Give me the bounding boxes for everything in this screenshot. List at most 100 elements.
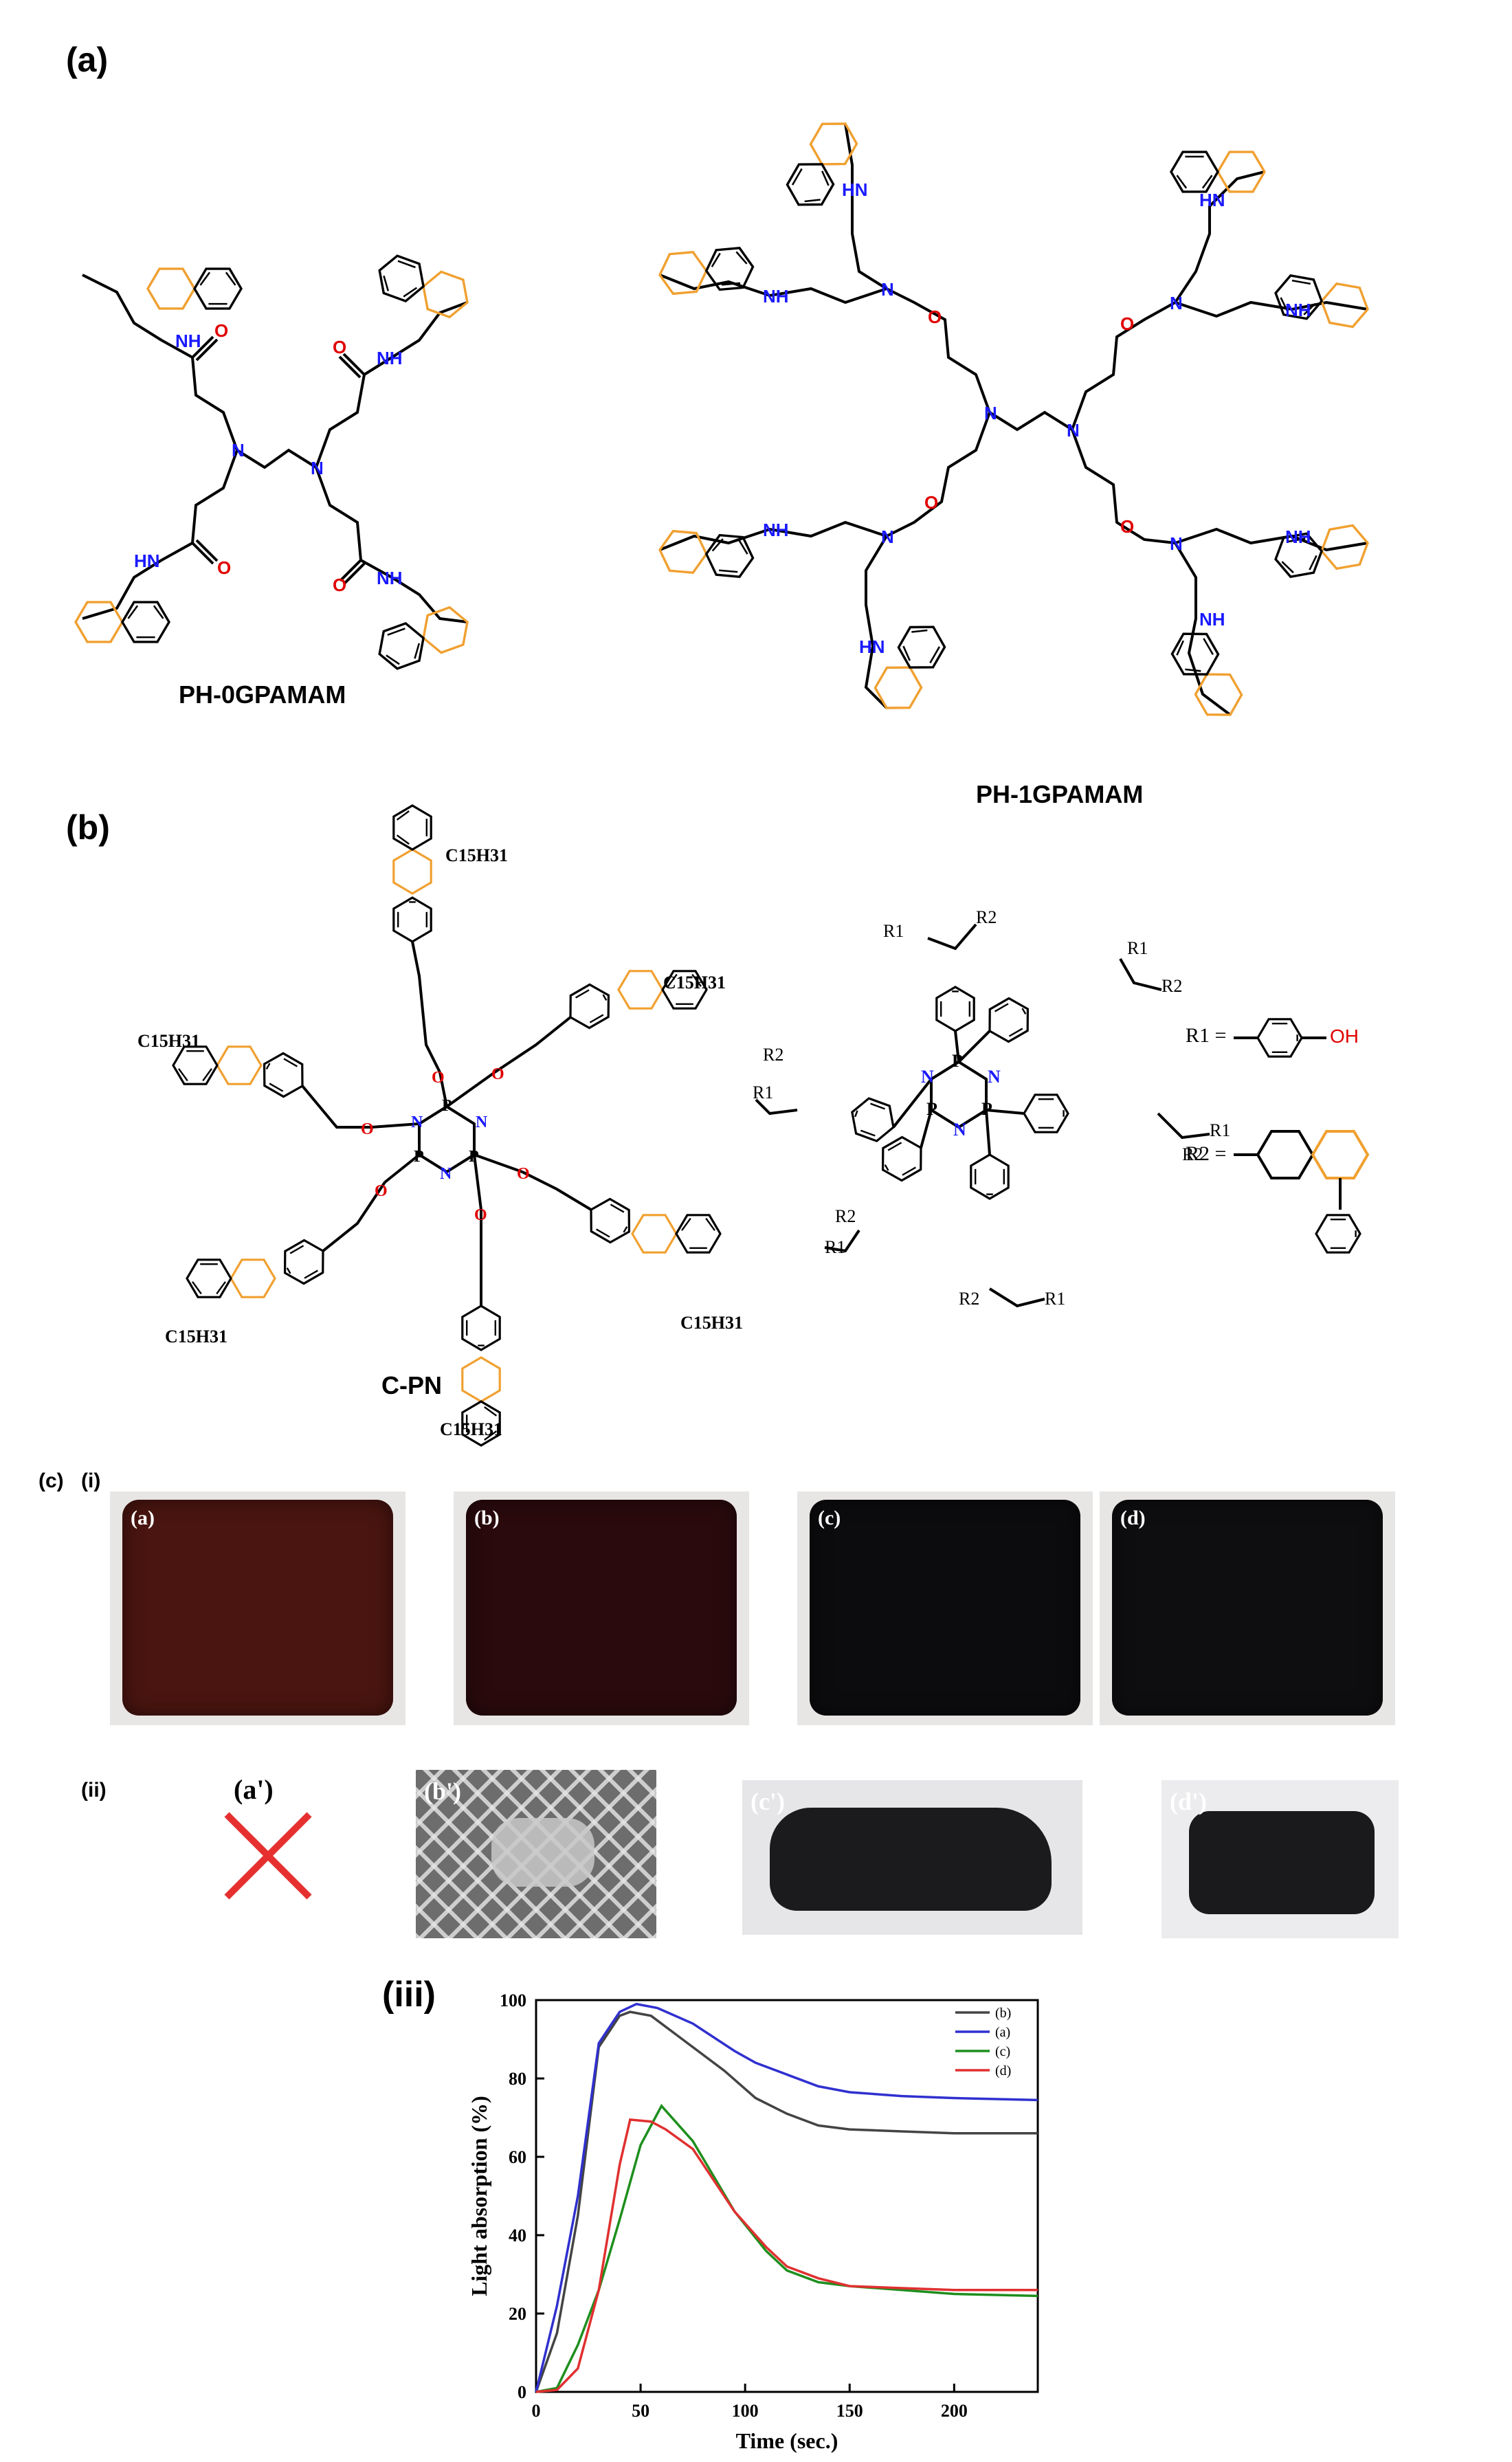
svg-text:O: O xyxy=(924,492,938,513)
sample-photo-3: (c) xyxy=(797,1491,1093,1725)
series-line-1 xyxy=(535,2010,1038,2393)
sample-photo-4: (d) xyxy=(1100,1491,1395,1725)
y-tick-label: 60 xyxy=(509,2147,526,2167)
y-tick-label: 100 xyxy=(500,1990,526,2010)
legend-entry-1: (b) xyxy=(995,2006,1011,2021)
svg-text:N: N xyxy=(881,279,894,300)
svg-text:N: N xyxy=(476,1113,488,1131)
svg-text:HN: HN xyxy=(134,551,160,571)
substituent-c15h31-lower-left: C15H31 xyxy=(165,1327,227,1346)
svg-text:N: N xyxy=(411,1113,423,1131)
residue-photo-label: (b') xyxy=(424,1777,461,1805)
svg-text:P: P xyxy=(926,1099,937,1119)
sample-photo-label: (a) xyxy=(131,1507,155,1529)
sample-block xyxy=(122,1500,393,1716)
svg-text:O: O xyxy=(333,575,346,595)
r2-label-right: R2 xyxy=(1161,976,1183,996)
y-axis-label: Light absorption (%) xyxy=(467,2096,491,2296)
svg-text:NH: NH xyxy=(763,286,789,307)
no-residue-cross-icon xyxy=(224,1812,312,1900)
substituent-c15h31-bottom: C15H31 xyxy=(440,1419,502,1439)
svg-text:O: O xyxy=(517,1165,530,1183)
residue-label-a: (a') xyxy=(234,1774,274,1805)
panel-label-b: (b) xyxy=(66,808,110,847)
svg-text:N: N xyxy=(1067,420,1080,441)
svg-text:NH: NH xyxy=(377,568,403,588)
x-tick-label: 200 xyxy=(941,2401,968,2421)
svg-text:N: N xyxy=(1170,533,1183,554)
svg-text:P: P xyxy=(952,1051,963,1071)
svg-text:N: N xyxy=(921,1067,934,1087)
residue-photo-label: (c') xyxy=(751,1788,785,1815)
y-tick-label: 20 xyxy=(509,2304,526,2324)
svg-text:NH: NH xyxy=(1285,300,1311,320)
substituent-c15h31-top: C15H31 xyxy=(445,845,508,865)
svg-text:O: O xyxy=(1120,313,1134,334)
r1-label-lower-left: R1 xyxy=(825,1237,846,1257)
svg-text:N: N xyxy=(1170,293,1183,313)
svg-text:P: P xyxy=(981,1099,992,1119)
svg-text:N: N xyxy=(953,1120,966,1140)
sample-photo-2: (b) xyxy=(454,1491,749,1725)
r2-label-lower-right: R2 xyxy=(1182,1144,1203,1164)
svg-text:O: O xyxy=(214,320,228,341)
svg-text:O: O xyxy=(491,1065,504,1083)
svg-text:NH: NH xyxy=(377,348,403,368)
label-ph-1gpamam: PH-1GPAMAM xyxy=(976,780,1144,808)
substituent-c15h31-left: C15H31 xyxy=(137,1031,200,1051)
legend-entry-2: (a) xyxy=(995,2025,1010,2040)
svg-text:O: O xyxy=(474,1206,487,1224)
svg-text:O: O xyxy=(1120,516,1134,537)
svg-text:N: N xyxy=(881,526,894,547)
r2-label-lower-left: R2 xyxy=(835,1206,856,1226)
r1-label-left: R1 xyxy=(753,1083,774,1102)
hydroxyl-label: OH xyxy=(1330,1025,1359,1047)
svg-text:NH: NH xyxy=(175,331,201,351)
sample-photo-1: (a) xyxy=(110,1491,405,1725)
series-line-2 xyxy=(535,2002,1038,2393)
r1-label-right: R1 xyxy=(1127,938,1148,958)
sample-photo-label: (c) xyxy=(818,1507,841,1529)
legend-entry-3: (c) xyxy=(995,2044,1010,2059)
svg-text:O: O xyxy=(432,1069,445,1087)
svg-text:O: O xyxy=(333,337,346,357)
legend-entry-4: (d) xyxy=(995,2063,1011,2078)
x-tick-label: 50 xyxy=(632,2401,649,2421)
r1-label-bottom: R1 xyxy=(1045,1289,1066,1309)
svg-text:O: O xyxy=(217,557,231,578)
char-lump xyxy=(770,1808,1052,1911)
svg-text:O: O xyxy=(928,307,942,327)
series-line-3 xyxy=(535,2103,1038,2393)
svg-text:NH: NH xyxy=(1285,526,1311,547)
r1-definition-label: R1 = xyxy=(1186,1024,1227,1047)
panel-label-c: (c) xyxy=(38,1470,64,1492)
r2-label-bottom: R2 xyxy=(959,1289,980,1309)
svg-text:HN: HN xyxy=(1199,190,1225,210)
residue-speck xyxy=(491,1818,594,1887)
panel-label-c-ii: (ii) xyxy=(81,1779,107,1801)
label-ph-0gpamam: PH-0GPAMAM xyxy=(179,680,346,709)
svg-text:HN: HN xyxy=(859,636,885,657)
x-tick-label: 100 xyxy=(732,2401,759,2421)
sample-block xyxy=(1112,1500,1383,1716)
y-tick-label: 80 xyxy=(509,2069,526,2089)
svg-text:O: O xyxy=(361,1120,374,1138)
x-tick-label: 0 xyxy=(532,2401,541,2421)
sample-photo-label: (b) xyxy=(474,1507,500,1529)
y-tick-label: 0 xyxy=(518,2382,526,2402)
series-line-4 xyxy=(535,2118,1038,2393)
sample-block xyxy=(810,1500,1080,1716)
sample-block xyxy=(466,1500,737,1716)
plot-frame xyxy=(535,1999,1039,2393)
char-flat xyxy=(1189,1811,1375,1914)
svg-text:N: N xyxy=(988,1067,1001,1087)
r2-definition-label: R2 = xyxy=(1186,1142,1227,1165)
label-c-pn: C-PN xyxy=(381,1371,442,1399)
svg-text:N: N xyxy=(311,458,324,478)
r2-label-left: R2 xyxy=(763,1045,784,1065)
substituent-c15h31-right: C15H31 xyxy=(663,973,726,992)
residue-photo-3: (c') xyxy=(742,1780,1082,1935)
y-tick-label: 40 xyxy=(509,2226,526,2245)
r1-label-lower-right: R1 xyxy=(1210,1120,1231,1140)
